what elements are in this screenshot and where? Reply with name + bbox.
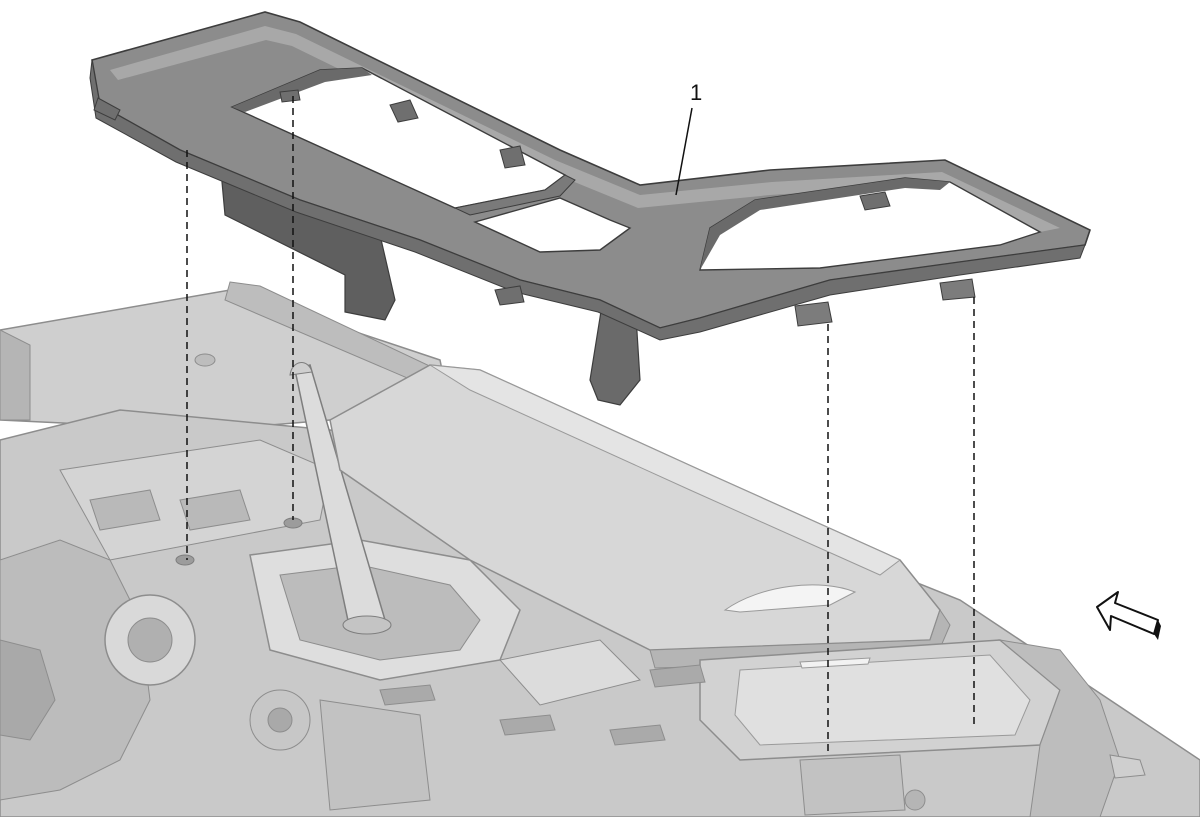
callout-1: 1 [675,80,702,196]
callout-number: 1 [690,80,702,105]
center-console-assembly [0,281,1200,817]
front-of-vehicle-arrow-icon [1096,591,1161,640]
alignment-guide-lines [186,96,975,752]
console-trim-plate [89,11,1091,406]
callout-leader-line [675,107,693,196]
